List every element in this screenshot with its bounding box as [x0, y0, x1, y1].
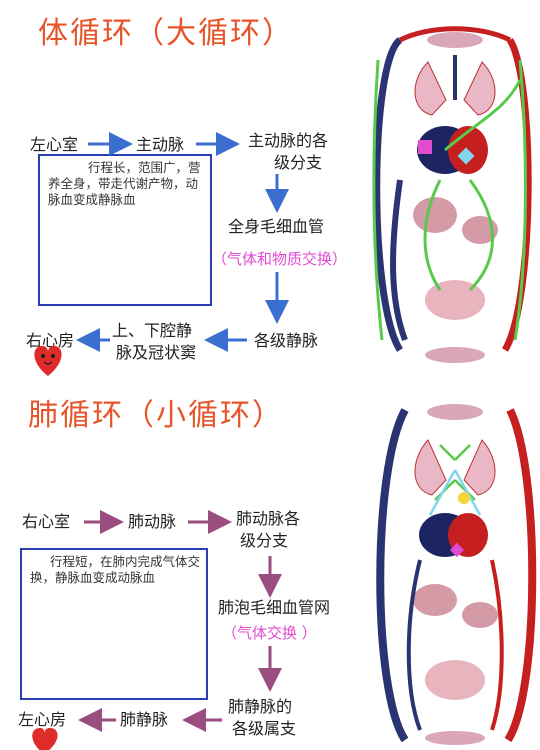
systemic-title: 体循环（大循环） [38, 16, 294, 51]
systemic-note-text: 行程长，范围广，营养全身，带走代谢产物，动脉血变成静脉血 [48, 160, 201, 207]
node-left-atrium: 左心房 [18, 710, 67, 729]
node-vena-cava: 上、下腔静 脉及冠状窦 [112, 321, 197, 362]
pulmonary-title: 肺循环（小循环） [28, 398, 284, 433]
node-pv-branches: 肺静脉的 各级属支 [228, 697, 297, 738]
node-left-ventricle: 左心室 [30, 135, 79, 154]
node-right-ventricle: 右心室 [22, 512, 71, 531]
pulmonary-note-box: 行程短，在肺内完成气体交换，静脉血变成动脉血 [20, 548, 208, 700]
node-body-capillaries: 全身毛细血管 [228, 217, 325, 236]
systemic-circulation-illustration [372, 26, 532, 363]
systemic-note-box: 行程长，范围广，营养全身，带走代谢产物，动脉血变成静脉血 [38, 154, 212, 306]
node-veins: 各级静脉 [254, 331, 319, 350]
node-pulmonary-vein: 肺静脉 [120, 710, 169, 729]
node-pa-branches: 肺动脉各 级分支 [236, 509, 301, 550]
node-alveolar-capillaries: 肺泡毛细血管网 [218, 598, 331, 617]
exchange-label-pulmonary: （气体交换 ） [222, 624, 317, 642]
exchange-label-systemic: （气体和物质交换） [212, 250, 348, 268]
node-pulmonary-artery: 肺动脉 [128, 512, 177, 531]
pulmonary-note-text: 行程短，在肺内完成气体交换，静脉血变成动脉血 [30, 554, 201, 585]
heart-mascot-pulmonary-icon [32, 728, 58, 750]
node-right-atrium: 右心房 [26, 331, 75, 350]
pulmonary-circulation-illustration [376, 404, 537, 745]
node-aorta-branches: 主动脉的各 级分支 [248, 131, 329, 172]
node-aorta: 主动脉 [136, 135, 185, 154]
